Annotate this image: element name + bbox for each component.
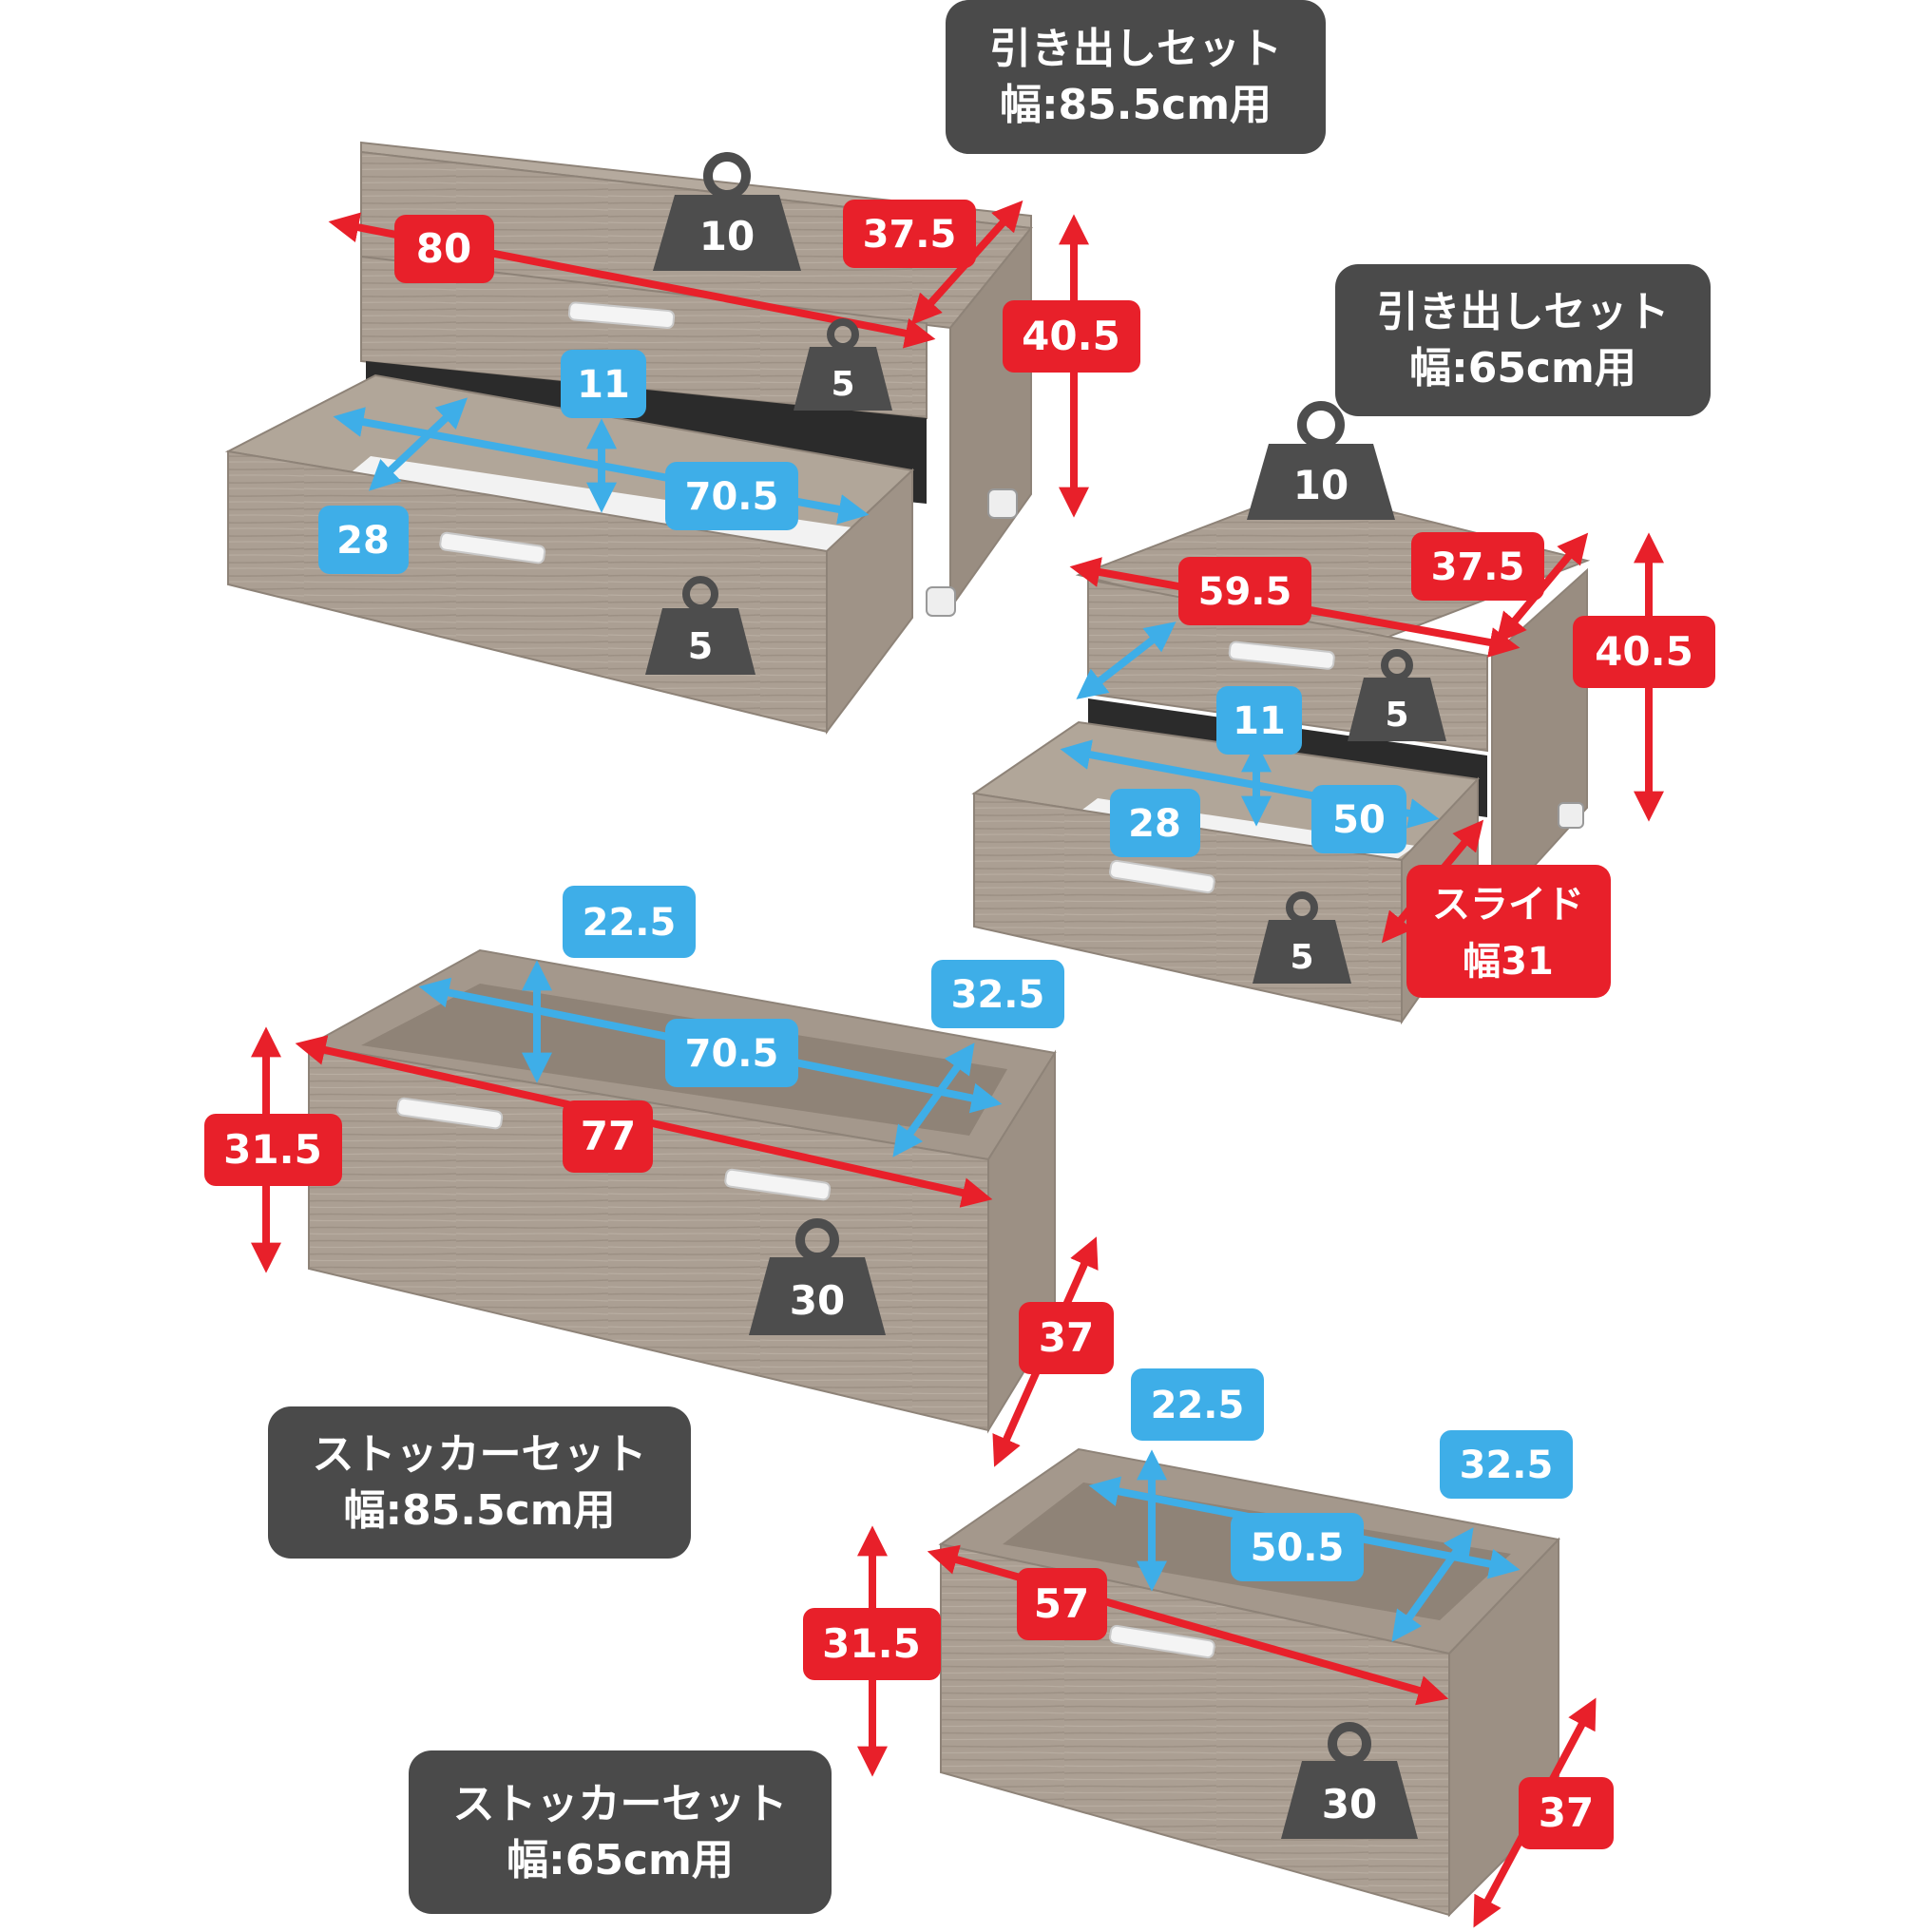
dim-label-u3-inner-depth: 32.5 (931, 960, 1064, 1028)
weight-icon-u1-top: 10 (653, 152, 801, 271)
dim-label-u2-slide: スライド 幅31 (1406, 865, 1611, 998)
title-u4-line1: ストッカーセット (452, 1779, 788, 1828)
dim-label-u1-outer-depth: 37.5 (843, 200, 976, 268)
svg-text:70.5: 70.5 (685, 1032, 779, 1076)
weight-label-u2-top: 10 (1293, 462, 1349, 508)
svg-text:28: 28 (1128, 802, 1181, 846)
svg-text:40.5: 40.5 (1595, 628, 1693, 675)
title-u3: ストッカーセット 幅:85.5cm用 (268, 1406, 691, 1559)
arrow-u2-inner-depth (1076, 622, 1176, 699)
dim-label-u1-inner-depth: 28 (318, 506, 409, 574)
weight-label-u2-upper: 5 (1385, 696, 1408, 735)
dim-label-u3-inner-width: 70.5 (665, 1019, 798, 1087)
svg-text:スライド: スライド (1432, 883, 1584, 927)
svg-text:80: 80 (416, 225, 471, 272)
dimension-labels: 80 37.5 40.5 11 70.5 28 59.5 37.5 40.5 1… (204, 200, 1715, 1849)
svg-text:28: 28 (336, 519, 390, 563)
svg-text:幅31: 幅31 (1463, 940, 1554, 984)
weight-icon-u1-upper: 5 (794, 318, 892, 411)
dim-label-u4-outer-width: 57 (1017, 1568, 1107, 1640)
dim-label-u3-outer-height: 31.5 (204, 1114, 342, 1186)
dim-label-u3-inner-height: 22.5 (563, 886, 696, 958)
title-u4-line2: 幅:65cm用 (507, 1836, 734, 1884)
svg-text:70.5: 70.5 (685, 475, 779, 519)
svg-text:32.5: 32.5 (951, 973, 1045, 1017)
svg-text:31.5: 31.5 (822, 1620, 921, 1667)
dim-label-u2-inner-depth: 28 (1110, 789, 1200, 857)
dim-label-u2-outer-width: 59.5 (1178, 557, 1311, 625)
svg-text:37.5: 37.5 (863, 213, 957, 257)
dim-label-u4-inner-depth: 32.5 (1440, 1430, 1573, 1499)
svg-text:11: 11 (1233, 699, 1286, 743)
svg-text:59.5: 59.5 (1198, 570, 1292, 614)
svg-text:37: 37 (1039, 1314, 1094, 1361)
arrow-u3-inner-depth (892, 1043, 975, 1157)
dim-label-u2-inner-width: 50 (1311, 785, 1406, 853)
title-u4: ストッカーセット 幅:65cm用 (409, 1750, 832, 1914)
weight-icons: 10 5 5 10 5 5 30 (645, 152, 1446, 1839)
svg-text:37: 37 (1539, 1789, 1594, 1836)
weight-icon-u1-lower: 5 (645, 576, 756, 675)
dim-label-u2-outer-height: 40.5 (1573, 616, 1715, 688)
dim-label-u1-outer-width: 80 (394, 215, 494, 283)
dim-label-u4-outer-depth: 37 (1519, 1777, 1614, 1849)
dim-label-u4-outer-height: 31.5 (803, 1608, 941, 1680)
arrow-u1-inner-depth (369, 397, 468, 491)
svg-text:31.5: 31.5 (223, 1126, 322, 1173)
dim-label-u1-outer-height: 40.5 (1003, 300, 1140, 373)
svg-text:50: 50 (1332, 798, 1386, 842)
svg-text:37.5: 37.5 (1431, 545, 1525, 589)
dim-label-u1-inner-width: 70.5 (665, 462, 798, 530)
title-u3-line1: ストッカーセット (312, 1429, 647, 1479)
svg-text:50.5: 50.5 (1251, 1526, 1345, 1570)
weight-icon-u3-box: 30 (749, 1218, 886, 1335)
dim-label-u1-inner-height: 11 (561, 350, 646, 418)
svg-text:40.5: 40.5 (1022, 313, 1120, 359)
dim-label-u2-inner-height: 11 (1216, 686, 1302, 755)
weight-icon-u2-upper: 5 (1348, 649, 1446, 741)
dim-label-u4-inner-width: 50.5 (1231, 1513, 1364, 1581)
svg-text:77: 77 (581, 1113, 636, 1159)
dim-label-u3-outer-depth: 37 (1019, 1302, 1114, 1374)
weight-label-u1-top: 10 (699, 213, 755, 259)
weight-label-u2-lower: 5 (1290, 938, 1313, 977)
title-u2-line1: 引き出しセット (1376, 287, 1670, 336)
title-u2: 引き出しセット 幅:65cm用 (1335, 264, 1711, 416)
svg-text:22.5: 22.5 (583, 901, 677, 945)
svg-text:57: 57 (1034, 1580, 1089, 1627)
svg-text:22.5: 22.5 (1151, 1384, 1245, 1427)
title-u3-line2: 幅:85.5cm用 (343, 1486, 616, 1535)
svg-text:32.5: 32.5 (1460, 1444, 1554, 1487)
weight-label-u3-box: 30 (790, 1277, 845, 1324)
weight-label-u1-upper: 5 (831, 365, 854, 404)
arrow-u4-inner-depth (1391, 1527, 1474, 1642)
svg-text:11: 11 (577, 363, 630, 407)
dim-label-u2-outer-depth: 37.5 (1411, 532, 1544, 601)
title-u1-line1: 引き出しセット (989, 24, 1282, 73)
title-u1: 引き出しセット 幅:85.5cm用 (946, 0, 1326, 154)
weight-label-u4-box: 30 (1322, 1781, 1377, 1827)
weight-label-u1-lower: 5 (688, 625, 713, 667)
dim-label-u4-inner-height: 22.5 (1131, 1368, 1264, 1441)
weight-icon-u2-lower: 5 (1253, 891, 1351, 984)
title-u1-line2: 幅:85.5cm用 (999, 81, 1272, 129)
weight-icon-u4-box: 30 (1281, 1722, 1418, 1839)
title-u2-line2: 幅:65cm用 (1409, 344, 1636, 392)
dim-label-u3-outer-width: 77 (563, 1100, 653, 1173)
weight-icon-u2-top: 10 (1247, 401, 1395, 520)
